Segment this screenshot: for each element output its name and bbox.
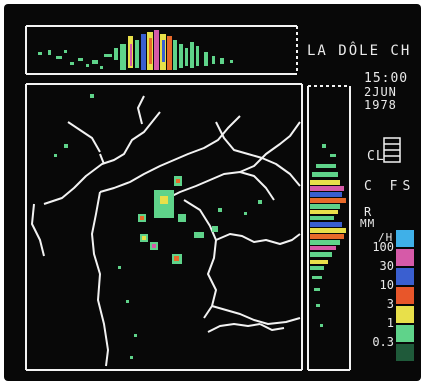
cfs-label: C FS <box>364 179 416 194</box>
legend-swatch <box>396 306 414 323</box>
legend-label: 1 <box>386 316 394 330</box>
legend-swatch <box>396 230 414 247</box>
legend-swatch <box>396 287 414 304</box>
radar-graphics <box>25 25 401 371</box>
time-label: 15:00 <box>364 71 409 86</box>
cl-label: CL <box>367 149 385 164</box>
legend-label: 30 <box>379 259 394 273</box>
legend-swatch <box>396 249 414 266</box>
side-profile-echoes <box>310 144 346 327</box>
side-profile-frame <box>307 85 351 371</box>
cl-indicator-icon <box>383 137 401 163</box>
unit-mm-label: MM <box>360 217 376 230</box>
legend-swatch <box>396 344 414 361</box>
map-borders <box>31 95 301 367</box>
top-profile-frame <box>25 25 298 75</box>
legend-swatch <box>396 268 414 285</box>
legend-swatch <box>396 325 414 342</box>
date-label: 2JUN <box>364 85 397 99</box>
unit-r-label: R <box>364 205 373 219</box>
radar-display: LA DÔLE CH 15:00 2JUN 1978 CL C FS R MM … <box>4 4 421 381</box>
legend-label: 10 <box>379 278 394 292</box>
map-frame <box>25 83 303 371</box>
map-echoes <box>54 94 262 359</box>
legend-label: 100 <box>372 240 394 254</box>
station-name: LA DÔLE CH <box>307 43 412 59</box>
year-label: 1978 <box>364 98 397 112</box>
legend-label: 0.3 <box>372 335 394 349</box>
unit-h-label: /H <box>378 231 394 244</box>
top-profile-echoes <box>38 30 233 70</box>
legend-label: 3 <box>386 297 394 311</box>
